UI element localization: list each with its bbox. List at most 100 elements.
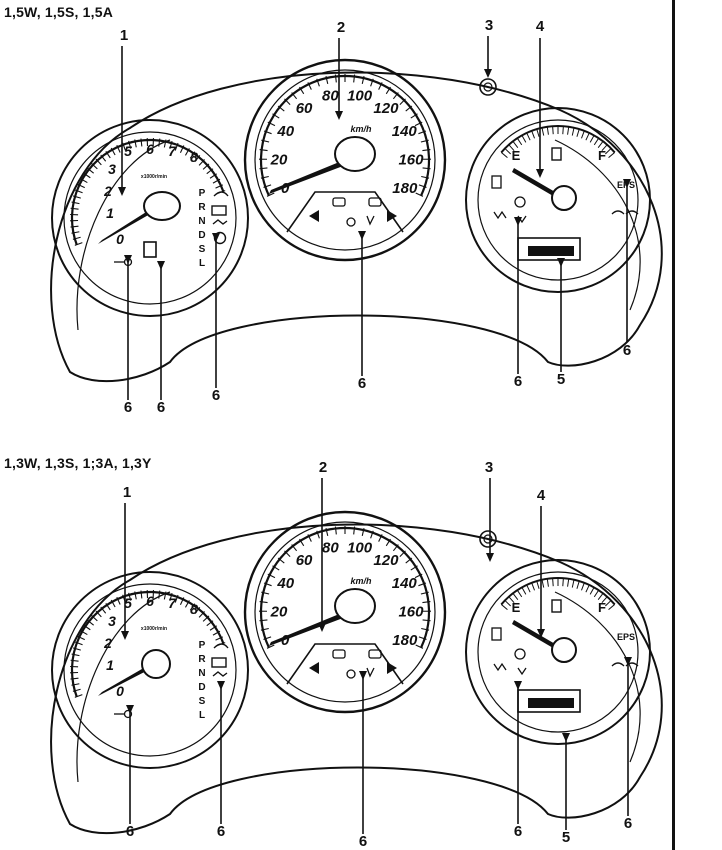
speedometer-tick <box>418 636 427 640</box>
fuel-scale-tick <box>593 137 600 146</box>
speedometer-label: 100 <box>347 540 373 557</box>
speedometer-tick <box>299 86 305 95</box>
gear-indicator-letter: L <box>199 258 205 269</box>
speedometer-tick <box>422 601 431 604</box>
housing-inner-edge <box>76 139 171 331</box>
battery-icon <box>211 205 227 216</box>
speedometer-tick <box>316 78 320 87</box>
speedometer-hub <box>334 588 376 624</box>
fuel-scale-tick <box>576 580 580 589</box>
tachometer-label: 1 <box>106 657 114 673</box>
speedometer-label: 0 <box>281 632 290 649</box>
tachometer-tick <box>202 163 210 170</box>
callout-number: 6 <box>126 823 134 840</box>
tachometer-tick <box>158 138 161 147</box>
tachometer-label: 2 <box>103 183 112 199</box>
speedometer-label: 180 <box>392 180 418 197</box>
tachometer-label: 6 <box>146 593 154 609</box>
tachometer-dial <box>63 583 237 757</box>
callout-number: 6 <box>359 833 367 850</box>
speedometer-tick <box>415 192 424 197</box>
speedometer-tick <box>392 544 399 552</box>
speedometer-tick <box>385 86 391 95</box>
speedometer-label: 20 <box>270 151 288 168</box>
speedometer-label: 160 <box>398 603 424 620</box>
fuel-scale-tick <box>604 600 612 607</box>
speedometer-hub <box>334 136 376 172</box>
callout-number: 6 <box>358 375 366 392</box>
callout-number: 4 <box>536 18 545 35</box>
fuel-hub <box>551 185 577 211</box>
fuel-scale-tick <box>552 578 554 587</box>
fuel-scale-tick <box>571 579 575 588</box>
fuel-full-label: F <box>598 600 606 615</box>
speedometer-tick <box>420 591 429 595</box>
tachometer-tick <box>202 615 210 622</box>
coolant-icon <box>611 210 625 215</box>
fuel-empty-label: E <box>512 600 521 615</box>
callout-number: 2 <box>319 459 327 476</box>
gear-indicator-letter: S <box>199 696 206 707</box>
callout-number: 1 <box>123 484 131 501</box>
passenger-airbag-icon <box>493 210 507 220</box>
callout-arrow-head <box>121 631 129 640</box>
callout-arrow-head <box>557 258 565 267</box>
callout-6: 6 <box>624 657 632 832</box>
tachometer-tick <box>87 619 94 626</box>
tachometer-tick <box>110 147 116 156</box>
callout-number: 3 <box>485 459 493 476</box>
tachometer-tick <box>83 172 91 179</box>
immobilizer-icon <box>123 709 133 719</box>
speedometer-tick <box>299 538 305 547</box>
speedometer-tick <box>422 619 431 622</box>
housing-inner-edge <box>554 139 641 311</box>
speedometer-tick <box>284 98 291 105</box>
oil-level-icon <box>212 219 228 225</box>
tachometer-tick <box>72 195 81 199</box>
fuel-scale-tick <box>508 596 515 604</box>
callout-4: 4 <box>537 487 546 638</box>
speedometer-label: 60 <box>296 100 313 117</box>
tachometer-tick <box>206 168 214 175</box>
airbag-icon <box>346 669 356 679</box>
tachometer-label: 3 <box>108 613 116 629</box>
odometer-digits <box>528 246 574 256</box>
callout-3: 3 <box>485 459 494 562</box>
callout-number: 6 <box>514 823 522 840</box>
speedometer-dial <box>254 69 436 251</box>
tachometer-tick <box>212 630 221 636</box>
callout-number: 5 <box>562 829 570 846</box>
speedometer-tick <box>263 184 272 188</box>
oil-level-icon <box>212 671 228 677</box>
gear-indicator-letter: S <box>199 244 206 255</box>
callout-arrow-head <box>217 681 225 690</box>
low-fuel-icon <box>491 627 502 641</box>
speedometer-tick <box>414 121 423 127</box>
page-edge-rule <box>672 0 675 850</box>
tachometer-tick <box>174 594 179 603</box>
callout-arrow-head <box>624 657 632 666</box>
tachometer-tick <box>194 607 201 614</box>
speedometer-tick <box>316 530 320 539</box>
speedometer-tick <box>259 167 268 170</box>
tachometer-tick <box>215 636 224 641</box>
tachometer-tick <box>71 201 80 205</box>
tachometer-tick <box>134 591 137 600</box>
tachometer-tick <box>194 155 201 162</box>
speedometer-tick <box>272 565 280 571</box>
housing-inner-edge <box>76 591 171 783</box>
speedometer-bezel <box>243 58 447 262</box>
gear-indicator-letter: D <box>198 682 205 693</box>
speedometer-dial <box>254 521 436 703</box>
tachometer-tick <box>71 653 80 657</box>
callout-number: 2 <box>337 19 345 36</box>
fuel-scale-tick <box>601 144 608 152</box>
tachometer-tick <box>134 139 137 148</box>
tachometer-tick <box>95 610 102 618</box>
tachometer-tick <box>184 600 190 608</box>
tachometer-tick <box>122 142 126 151</box>
fuel-scale-tick <box>531 130 535 139</box>
fuel-scale-tick <box>526 584 531 593</box>
tachometer-tick <box>74 641 83 646</box>
tachometer-bezel <box>51 119 249 317</box>
